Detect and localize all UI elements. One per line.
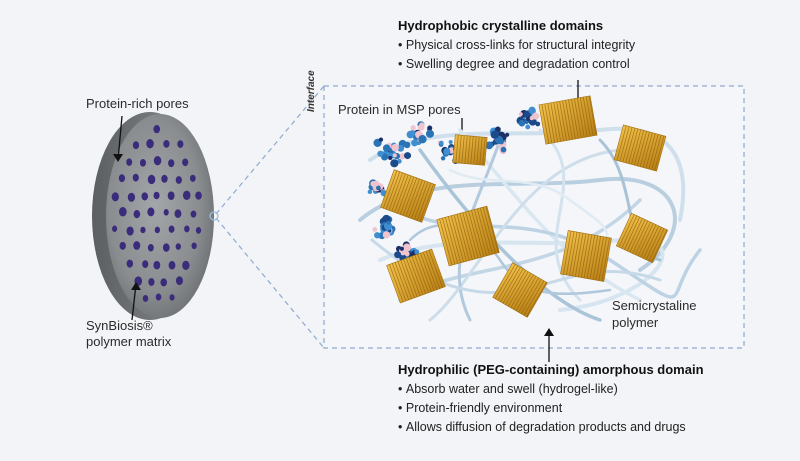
- synbiosis-label-line1: SynBiosis®: [86, 318, 153, 333]
- pore: [126, 259, 134, 268]
- pore: [112, 225, 118, 232]
- pore: [184, 225, 190, 233]
- pore: [175, 243, 181, 250]
- pore: [195, 227, 202, 234]
- pore: [147, 207, 155, 217]
- protein-msp-label: Protein in MSP pores: [338, 102, 461, 117]
- protein-cluster: [372, 214, 396, 240]
- crystal-domain: [436, 205, 500, 267]
- pore: [163, 209, 169, 216]
- pore: [191, 242, 197, 250]
- hydrophilic-bullet: Protein-friendly environment: [398, 399, 704, 418]
- pore: [142, 260, 149, 268]
- pore: [111, 192, 119, 202]
- pore: [126, 226, 134, 236]
- semicrystalline-label-line2: polymer: [612, 315, 659, 330]
- hydrophobic-bullet: Physical cross-links for structural inte…: [398, 36, 635, 55]
- pore: [167, 191, 175, 200]
- pore: [132, 141, 140, 150]
- pore: [163, 139, 170, 148]
- crystal-domain: [386, 248, 446, 304]
- pore: [140, 226, 146, 234]
- hydrophilic-bullet: Allows diffusion of degradation products…: [398, 418, 704, 437]
- crystal-domain: [380, 169, 436, 223]
- pore: [175, 276, 183, 286]
- pore: [118, 174, 126, 183]
- pore: [147, 243, 154, 252]
- pore: [182, 260, 190, 271]
- pore: [182, 190, 191, 201]
- zoom-lines: [215, 85, 325, 349]
- protein-cluster: [406, 121, 435, 147]
- hydrophilic-title: Hydrophilic (PEG-containing) amorphous d…: [398, 362, 704, 377]
- crystalline-domains: [380, 95, 669, 318]
- pore: [127, 192, 136, 202]
- pore: [133, 241, 141, 250]
- pore: [153, 124, 161, 134]
- pore: [126, 158, 133, 166]
- crystal-domain: [615, 212, 669, 264]
- pore: [190, 210, 197, 218]
- pore: [189, 174, 196, 182]
- pore: [161, 174, 168, 183]
- pore: [155, 293, 162, 301]
- pore: [195, 191, 202, 200]
- semicrystalline-label-line1: Semicrystaline: [612, 298, 697, 313]
- interface-marker: [209, 211, 219, 221]
- pore: [132, 173, 139, 182]
- pore: [168, 159, 175, 168]
- interface-label: Interface: [306, 70, 317, 112]
- pore: [147, 174, 156, 185]
- crystal-domain: [492, 262, 548, 318]
- pore: [162, 243, 170, 252]
- crystal-domain: [538, 95, 598, 145]
- crystal-domain: [452, 134, 488, 166]
- pore: [153, 191, 160, 200]
- pore: [118, 206, 127, 217]
- hydrophobic-callout: Hydrophobic crystalline domains Physical…: [398, 18, 635, 74]
- hydrophobic-bullet: Swelling degree and degradation control: [398, 55, 635, 74]
- pore: [160, 278, 167, 287]
- pore: [169, 294, 175, 301]
- disc-pores: [111, 124, 202, 302]
- hydrophilic-callout: Hydrophilic (PEG-containing) amorphous d…: [398, 362, 704, 437]
- protein-cluster: [373, 137, 412, 168]
- pore: [119, 241, 126, 250]
- protein-cluster: [516, 106, 541, 130]
- pore: [141, 192, 149, 201]
- hydrophobic-title: Hydrophobic crystalline domains: [398, 18, 604, 33]
- pore: [146, 138, 154, 149]
- pore: [139, 159, 146, 167]
- pore: [133, 209, 141, 219]
- protein-cluster: [485, 126, 510, 155]
- hydrophilic-bullet: Absorb water and swell (hydrogel-like): [398, 380, 704, 399]
- pore: [174, 209, 182, 218]
- pore: [177, 140, 184, 148]
- pore: [182, 158, 189, 167]
- pore: [168, 260, 176, 270]
- crystal-domain: [560, 230, 612, 282]
- synbiosis-label-line2: polymer matrix: [86, 334, 172, 349]
- pore: [148, 278, 155, 286]
- pore: [153, 260, 161, 270]
- pore: [168, 225, 175, 233]
- pore: [175, 176, 182, 184]
- pore: [153, 156, 162, 166]
- crystal-domain: [613, 124, 667, 172]
- pore: [154, 226, 160, 234]
- pore: [142, 295, 149, 302]
- protein-rich-pores-label: Protein-rich pores: [86, 96, 189, 111]
